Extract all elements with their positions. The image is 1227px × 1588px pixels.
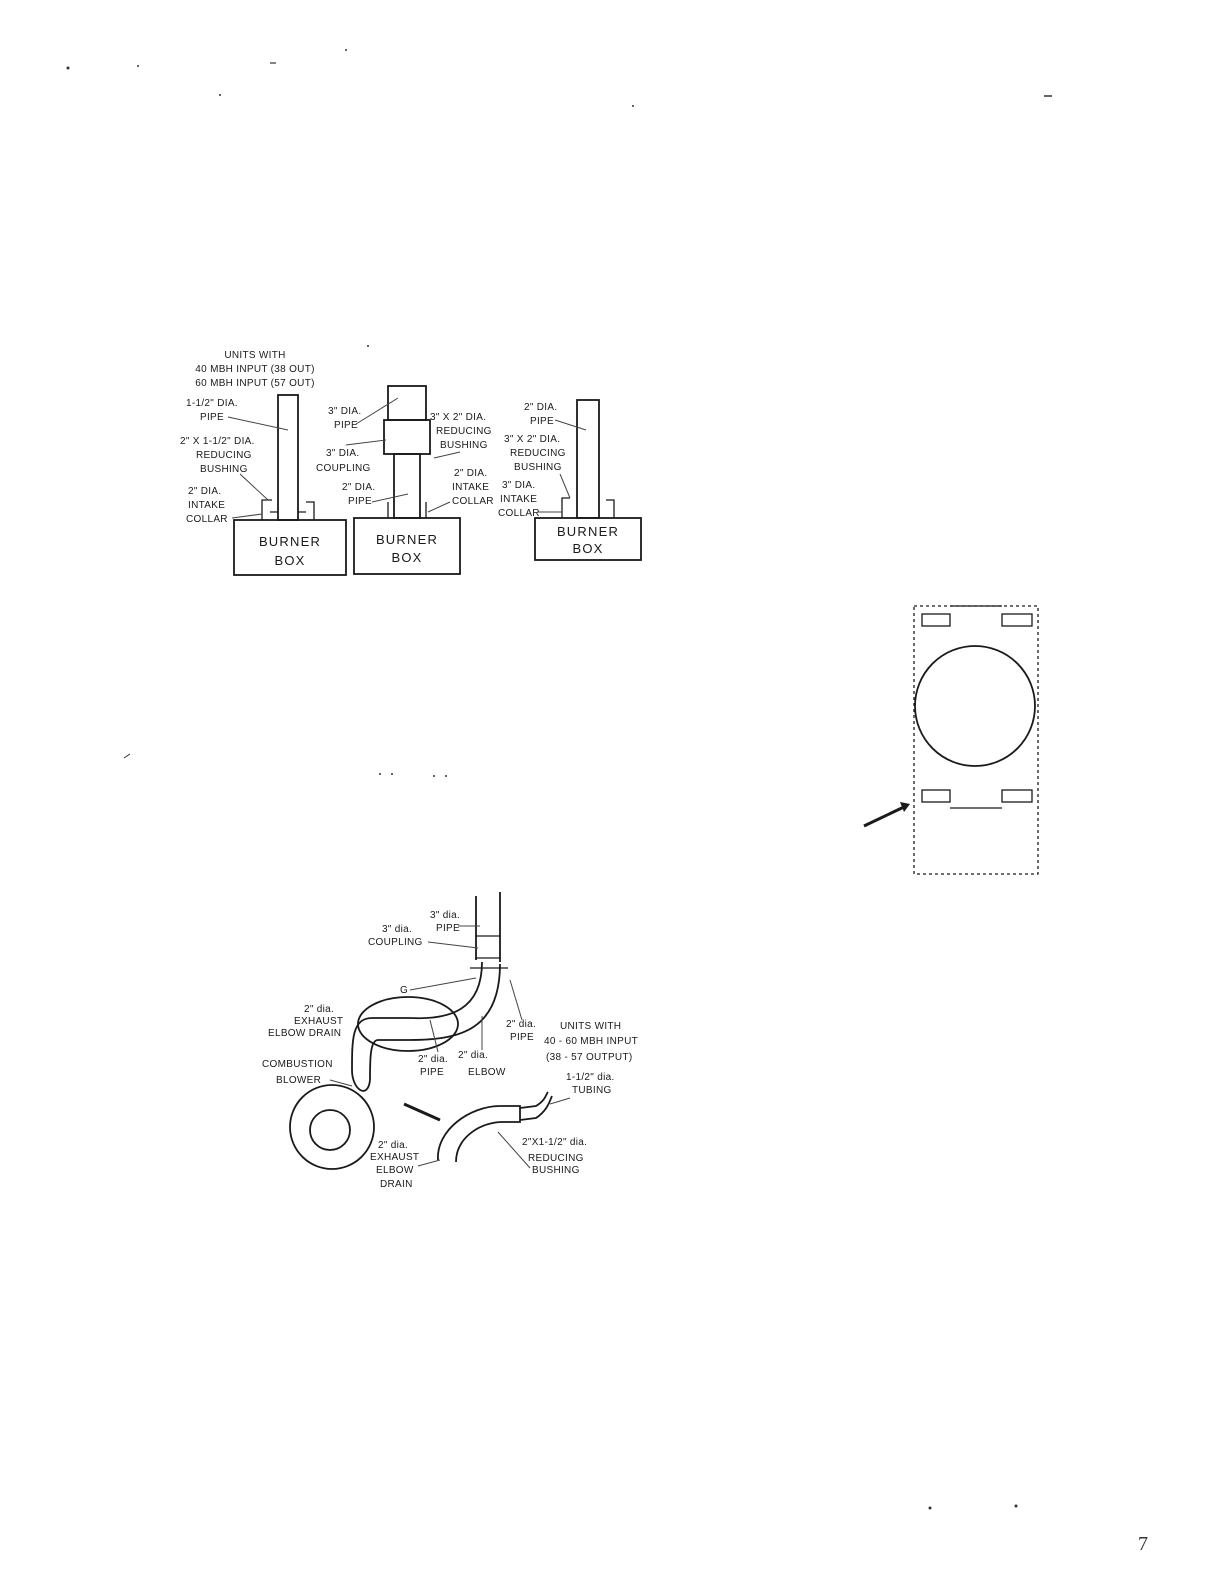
- label-a-pipe-1: 1-1/2" DIA.: [186, 398, 238, 409]
- label-c-bushing-2: REDUCING: [510, 448, 566, 459]
- label-b-reducer-2: REDUCING: [436, 426, 492, 437]
- f2-label-elbow-2: ELBOW: [468, 1067, 506, 1078]
- f2-label-pipe2m-2: PIPE: [420, 1067, 444, 1078]
- f2-label-g: G: [400, 985, 408, 996]
- f2-label-drain-bottom-2: EXHAUST: [370, 1152, 419, 1163]
- burner-box-b-label1: BURNER: [376, 532, 438, 547]
- f2-label-drain-bottom-1: 2" dia.: [378, 1140, 408, 1151]
- label-a-pipe-2: PIPE: [200, 412, 224, 423]
- figure-2-exhaust-routing: 3" dia. PIPE 3" dia. COUPLING G 2" dia. …: [262, 892, 638, 1190]
- label-c-bushing-3: BUSHING: [514, 462, 562, 473]
- label-c-collar-3: COLLAR: [498, 508, 540, 519]
- tubing-end: [519, 1091, 553, 1121]
- combustion-blower: [289, 1084, 375, 1170]
- label-b-pipe3-2: PIPE: [334, 420, 358, 431]
- elbow-2in: [409, 961, 501, 1041]
- collar-c: [561, 497, 615, 518]
- flange-opening: [914, 645, 1036, 767]
- burner-box-c-label2: BOX: [572, 541, 603, 556]
- f2-label-coupling-1: 3" dia.: [382, 924, 412, 935]
- f2-label-elbow-1: 2" dia.: [458, 1050, 488, 1061]
- figure-flange-detail: [863, 605, 1039, 875]
- label-b-pipe3-1: 3" DIA.: [328, 406, 361, 417]
- f2-label-reducer-3: BUSHING: [532, 1165, 580, 1176]
- label-a-collar-2: INTAKE: [188, 500, 225, 511]
- label-a-collar-1: 2" DIA.: [188, 486, 221, 497]
- fig1-heading-line2: 40 MBH INPUT (38 OUT): [195, 364, 314, 375]
- flange-tab-tl: [921, 613, 951, 627]
- flange-tab-br: [1001, 789, 1033, 803]
- f2-label-blower-1: COMBUSTION: [262, 1059, 333, 1070]
- f2-label-blower-2: BLOWER: [276, 1075, 321, 1086]
- f2-label-drain-top-1: 2" dia.: [304, 1004, 334, 1015]
- f2-label-pipe3-2: PIPE: [436, 923, 460, 934]
- label-a-bushing-2: REDUCING: [196, 450, 252, 461]
- burner-box-a-label1: BURNER: [259, 534, 321, 549]
- figure-1-intake-configurations: UNITS WITH 40 MBH INPUT (38 OUT) 60 MBH …: [180, 350, 642, 576]
- pointer-arrow: [863, 804, 907, 828]
- label-a-collar-3: COLLAR: [186, 514, 228, 525]
- f2-label-coupling-2: COUPLING: [368, 937, 423, 948]
- f2-label-pipe2m-1: 2" dia.: [418, 1054, 448, 1065]
- label-a-bushing-3: BUSHING: [200, 464, 248, 475]
- label-c-collar-1: 3" DIA.: [502, 480, 535, 491]
- f2-label-pipe2r-2: PIPE: [510, 1032, 534, 1043]
- fig1-heading-line1: UNITS WITH: [224, 350, 285, 361]
- f2-note-3: (38 - 57 OUTPUT): [546, 1052, 632, 1063]
- collar-a: [261, 499, 315, 520]
- lower-elbow: [437, 1105, 501, 1163]
- panel-c: BURNER BOX 2" DIA. PIPE 3" X 2" DIA. RED…: [498, 399, 642, 561]
- panel-b: BURNER BOX 3" DIA. PIPE 3" X 2" DIA. RED…: [316, 385, 494, 575]
- flange-tab-tr: [1001, 613, 1033, 627]
- label-b-coupling-1: 3" DIA.: [326, 448, 359, 459]
- label-b-collar-1: 2" DIA.: [454, 468, 487, 479]
- label-c-bushing-1: 3" X 2" DIA.: [504, 434, 560, 445]
- f2-label-drain-bottom-4: DRAIN: [380, 1179, 413, 1190]
- label-c-pipe-1: 2" DIA.: [524, 402, 557, 413]
- blower-hub: [309, 1109, 351, 1151]
- f2-label-drain-top-2: EXHAUST: [294, 1016, 343, 1027]
- f2-label-pipe2r-1: 2" dia.: [506, 1019, 536, 1030]
- burner-box-c-label1: BURNER: [557, 524, 619, 539]
- label-b-pipe2-2: PIPE: [348, 496, 372, 507]
- label-c-pipe-2: PIPE: [530, 416, 554, 427]
- f2-label-pipe3-1: 3" dia.: [430, 910, 460, 921]
- page-number: 7: [1138, 1533, 1148, 1555]
- label-c-collar-2: INTAKE: [500, 494, 537, 505]
- label-b-coupling-2: COUPLING: [316, 463, 371, 474]
- pipe-a: [277, 394, 299, 521]
- label-a-bushing-1: 2" X 1-1/2" DIA.: [180, 436, 255, 447]
- burner-box-b-label2: BOX: [391, 550, 422, 565]
- label-b-pipe2-1: 2" DIA.: [342, 482, 375, 493]
- flange-tab-bl: [921, 789, 951, 803]
- burner-box-a-label2: BOX: [274, 553, 305, 568]
- pipe-2in-b: [393, 453, 421, 519]
- label-b-reducer-3: BUSHING: [440, 440, 488, 451]
- label-b-collar-2: INTAKE: [452, 482, 489, 493]
- f2-note-2: 40 - 60 MBH INPUT: [544, 1036, 638, 1047]
- label-b-collar-3: COLLAR: [452, 496, 494, 507]
- f2-label-tubing-2: TUBING: [572, 1085, 612, 1096]
- f2-label-reducer-2: REDUCING: [528, 1153, 584, 1164]
- collar-b: [387, 502, 427, 518]
- pipe-3in-b: [387, 385, 427, 421]
- pipe-3in-vertical: [475, 892, 501, 962]
- f2-note-1: UNITS WITH: [560, 1021, 621, 1032]
- pipe-c: [576, 399, 600, 519]
- label-b-reducer-1: 3" X 2" DIA.: [430, 412, 486, 423]
- fig1-heading-line3: 60 MBH INPUT (57 OUT): [195, 378, 314, 389]
- f2-label-reducer-1: 2"X1-1/2" dia.: [522, 1137, 587, 1148]
- lower-reducer: [500, 1105, 521, 1123]
- f2-label-drain-top-3: ELBOW DRAIN: [268, 1028, 341, 1039]
- coupling-b: [383, 419, 431, 455]
- f2-label-drain-bottom-3: ELBOW: [376, 1165, 414, 1176]
- blower-outlet: [351, 1017, 410, 1081]
- panel-a: BURNER BOX 1-1/2" DIA. PIPE 2" X 1-1/2" …: [180, 394, 347, 576]
- scan-noise: [66, 49, 1052, 1510]
- f2-label-tubing-1: 1-1/2" dia.: [566, 1072, 615, 1083]
